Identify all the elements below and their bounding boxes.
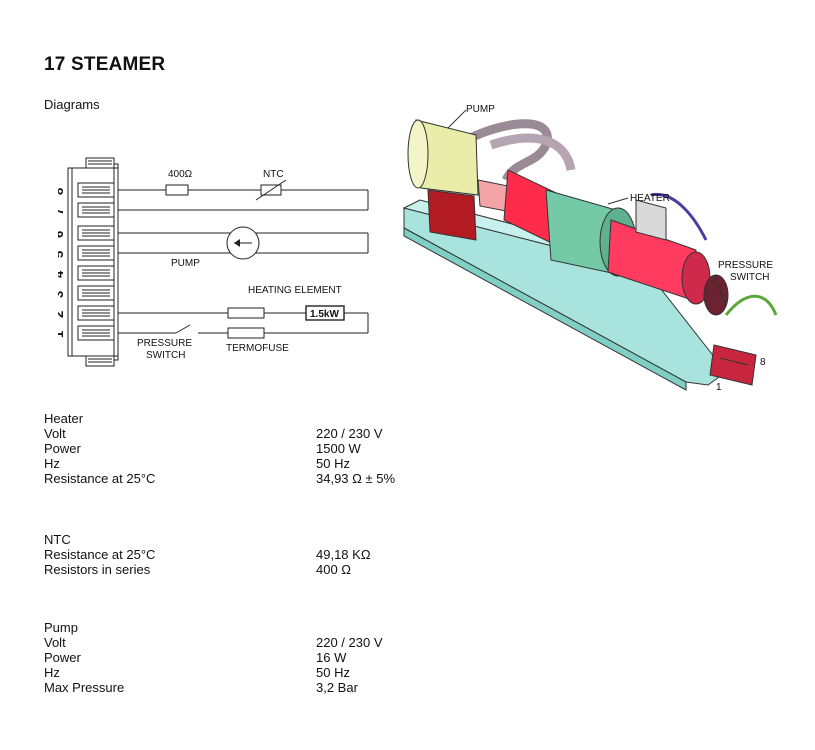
- spec-row: Hz 50 Hz: [44, 665, 383, 680]
- steamer-illustration: PUMP HEATER PRESSURE SWITCH 1 8: [402, 104, 778, 393]
- heater-specs: Heater Volt 220 / 230 V Power 1500 W Hz 50 …: [44, 411, 395, 486]
- spec-label: Resistors in series: [44, 562, 151, 577]
- wiring-diagram: 8 7 6 5 4 3 2 1 400Ω NTC PUMP HEATING ELEMENT 1…: [58, 157, 369, 367]
- spec-label: Resistance at 25°C: [44, 471, 156, 486]
- spec-value: 34,93 Ω ± 5%: [316, 471, 396, 486]
- spec-row: Power 1500 W: [44, 441, 395, 456]
- illustration-pin-first: 1: [716, 382, 722, 393]
- illustration-pressure-label-2: SWITCH: [730, 272, 769, 283]
- terminal-number: 3: [58, 291, 66, 298]
- spec-row: Resistance at 25°C 34,93 Ω ± 5%: [44, 471, 395, 486]
- spec-value: 50 Hz: [316, 665, 350, 680]
- section-subtitle: Diagrams: [44, 97, 100, 112]
- pressure-switch-label-1: PRESSURE: [137, 338, 192, 349]
- spec-label: Hz: [44, 456, 60, 471]
- power-label: 1.5kW: [310, 309, 339, 320]
- spec-label: Resistance at 25°C: [44, 547, 156, 562]
- spec-label: Volt: [44, 635, 66, 650]
- spec-row: Hz 50 Hz: [44, 456, 395, 471]
- illustration-pin-last: 8: [760, 357, 766, 368]
- terminal-number: 5: [58, 251, 66, 258]
- spec-value: 1500 W: [316, 441, 361, 456]
- spec-label: Volt: [44, 426, 66, 441]
- heating-element-label: HEATING ELEMENT: [248, 285, 342, 296]
- ntc-specs: NTC Resistance at 25°C 49,18 KΩ Resistors…: [44, 532, 371, 577]
- terminal-number: 4: [58, 270, 66, 278]
- spec-value: 220 / 230 V: [316, 635, 383, 650]
- terminal-number: 6: [58, 231, 66, 238]
- terminal-number: 7: [58, 208, 66, 215]
- spec-value: 16 W: [316, 650, 347, 665]
- pump-specs: Pump Volt 220 / 230 V Power 16 W Hz 50 Hz M…: [44, 620, 383, 695]
- illustration-pressure-label-1: PRESSURE: [718, 260, 773, 271]
- spec-label: Power: [44, 441, 81, 456]
- spec-value: 3,2 Bar: [316, 680, 358, 695]
- ntc-label: NTC: [263, 169, 284, 180]
- spec-label: Power: [44, 650, 81, 665]
- spec-row: Volt 220 / 230 V: [44, 635, 383, 650]
- spec-value: 220 / 230 V: [316, 426, 383, 441]
- pump-label: PUMP: [171, 258, 200, 269]
- pressure-switch-label-2: SWITCH: [146, 350, 185, 361]
- spec-label: Hz: [44, 665, 60, 680]
- spec-value: 49,18 KΩ: [316, 547, 371, 562]
- illustration-heater-label: HEATER: [630, 193, 670, 204]
- spec-value: 50 Hz: [316, 456, 350, 471]
- spec-row: Resistors in series 400 Ω: [44, 562, 371, 577]
- termofuse-label: TERMOFUSE: [226, 343, 289, 354]
- spec-heading: Pump: [44, 620, 78, 635]
- illustration-pump-label: PUMP: [466, 104, 495, 115]
- spec-row: Volt 220 / 230 V: [44, 426, 395, 441]
- spec-row: Max Pressure 3,2 Bar: [44, 680, 383, 695]
- terminal-number: 8: [58, 188, 66, 195]
- resistor-label: 400Ω: [168, 169, 193, 180]
- spec-row: Resistance at 25°C 49,18 KΩ: [44, 547, 371, 562]
- page-title: 17 STEAMER: [44, 54, 166, 75]
- terminal-number: 1: [58, 331, 66, 338]
- spec-label: Max Pressure: [44, 680, 125, 695]
- terminal-number: 2: [58, 311, 66, 318]
- spec-value: 400 Ω: [316, 562, 352, 577]
- spec-heading: NTC: [44, 532, 71, 547]
- spec-row: Power 16 W: [44, 650, 383, 665]
- spec-heading: Heater: [44, 411, 84, 426]
